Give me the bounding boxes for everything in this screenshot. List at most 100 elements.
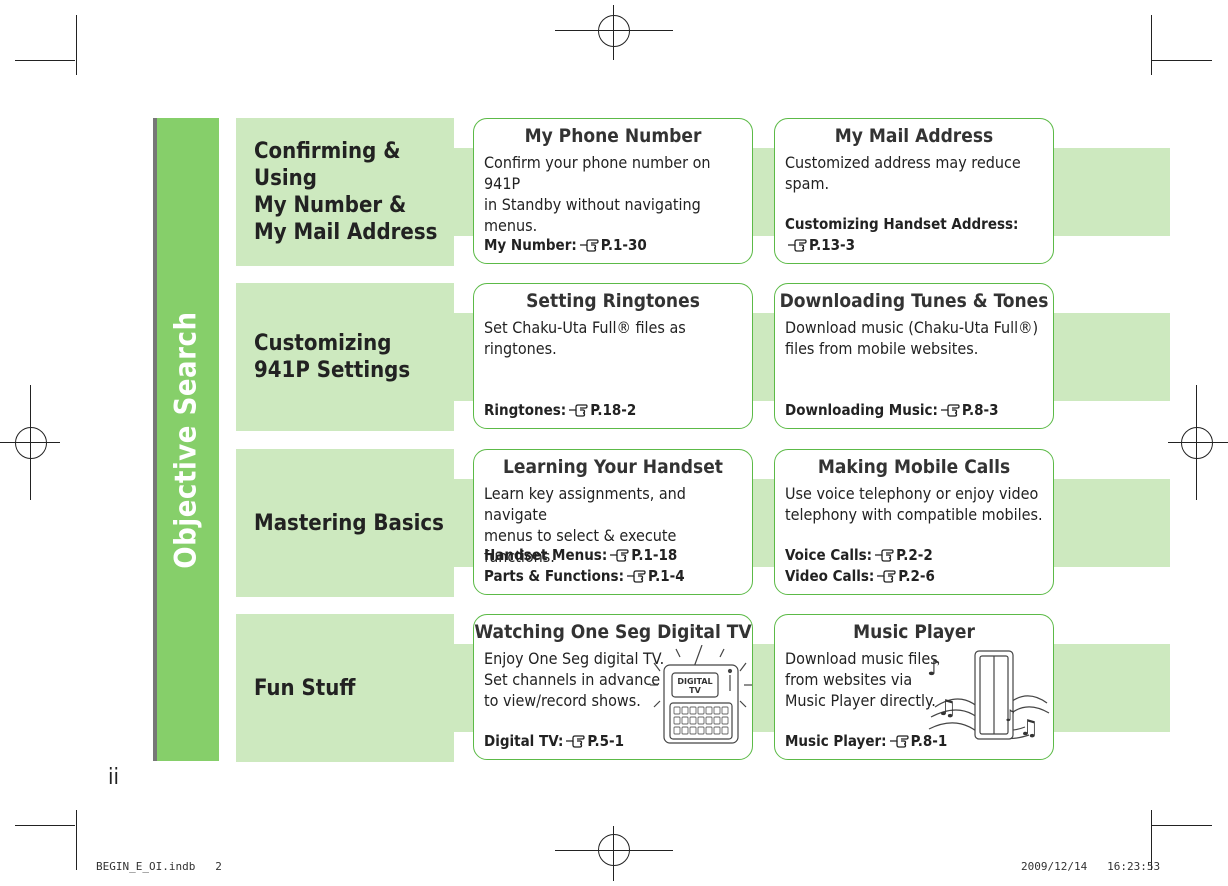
page-reference[interactable]: Customizing Handset Address: P.13-3: [785, 214, 1018, 256]
reference-page: P.1-30: [600, 236, 647, 254]
crop-mark: [1152, 60, 1212, 61]
row-label-background: [236, 283, 454, 431]
reference-page: P.1-4: [647, 567, 685, 585]
row-label-background: [236, 614, 454, 762]
card-description: Download music (Chaku-Uta Full®) files f…: [785, 318, 1039, 358]
svg-text:♪: ♪: [927, 656, 941, 681]
pointing-hand-icon: [569, 404, 588, 417]
crop-mark: [1151, 810, 1152, 870]
card-title: Music Player: [853, 621, 975, 643]
side-title-text: Objective Search: [169, 310, 203, 569]
card-title: Making Mobile Calls: [817, 456, 1011, 478]
page-reference[interactable]: Music Player: P.8-1: [785, 731, 947, 752]
music-player-illustration: ♪♫♫♪: [927, 650, 1050, 741]
registration-mark: [15, 427, 47, 459]
crop-mark: [1196, 385, 1197, 500]
crop-mark: [15, 60, 75, 61]
page-reference[interactable]: Video Calls: P.2-6: [785, 566, 935, 587]
card-references: My Number: P.1-30: [484, 235, 647, 256]
reference-page: P.18-2: [590, 401, 637, 419]
row-label-background: [236, 118, 454, 266]
row-label: Confirming & Using My Number & My Mail A…: [254, 139, 438, 245]
footer-timestamp: 2009/12/14 16:23:53: [1021, 860, 1161, 873]
reference-label: Downloading Music:: [785, 401, 938, 419]
page-reference[interactable]: Handset Menus: P.1-18: [484, 545, 685, 566]
page-reference[interactable]: Downloading Music: P.8-3: [785, 400, 999, 421]
side-tab: [153, 118, 219, 761]
reference-page: P.5-1: [587, 732, 625, 750]
crop-mark: [613, 5, 614, 60]
registration-mark: [598, 15, 630, 47]
reference-label: Customizing Handset Address:: [785, 215, 1019, 233]
crop-mark: [613, 826, 614, 881]
side-title: Objective Search: [153, 118, 219, 761]
card-references: Customizing Handset Address: P.13-3: [785, 214, 1018, 256]
row-label: Fun Stuff: [254, 675, 356, 701]
crop-mark: [1151, 15, 1152, 75]
page-reference[interactable]: Parts & Functions: P.1-4: [484, 566, 685, 587]
reference-page: P.13-3: [809, 236, 856, 254]
crop-mark: [555, 850, 673, 851]
reference-page: P.8-1: [910, 732, 948, 750]
card-description: Use voice telephony or enjoy video telep…: [785, 484, 1043, 524]
card-title: Setting Ringtones: [526, 290, 700, 312]
svg-text:♪: ♪: [1005, 706, 1015, 725]
pointing-hand-icon: [877, 570, 896, 583]
crop-mark: [76, 810, 77, 870]
reference-page: P.8-3: [961, 401, 999, 419]
row-label: Mastering Basics: [254, 510, 444, 536]
reference-label: Digital TV:: [484, 732, 564, 750]
card-title: My Phone Number: [524, 125, 702, 147]
reference-page: P.1-18: [631, 546, 678, 564]
page-reference[interactable]: Voice Calls:P.2-2: [785, 545, 935, 566]
card-references: Music Player: P.8-1: [785, 731, 947, 752]
card-description: Enjoy One Seg digital TV. Set channels i…: [484, 649, 665, 710]
card-references: Downloading Music: P.8-3: [785, 400, 999, 421]
crop-mark: [1168, 442, 1228, 443]
card-description: Customized address may reduce spam.: [785, 153, 1021, 193]
svg-text:♫: ♫: [937, 696, 957, 721]
row-label: Customizing 941P Settings: [254, 331, 411, 383]
pointing-hand-icon: [610, 549, 629, 562]
crop-mark: [15, 825, 75, 826]
reference-label: Ringtones:: [484, 401, 567, 419]
pointing-hand-icon: [626, 570, 646, 583]
page-reference[interactable]: Ringtones: P.18-2: [484, 400, 636, 421]
card-title: Watching One Seg Digital TV: [474, 621, 752, 643]
crop-mark: [76, 15, 77, 75]
card-references: Ringtones: P.18-2: [484, 400, 636, 421]
reference-label: Handset Menus:: [484, 546, 608, 564]
reference-label: Music Player:: [785, 732, 887, 750]
page-reference[interactable]: My Number: P.1-30: [484, 235, 647, 256]
row-fun-stuff: Fun Stuff Watching One Seg Digital TV Enjo…: [236, 614, 1170, 762]
reference-label: Parts & Functions:: [484, 567, 624, 585]
feature-card[interactable]: Watching One Seg Digital TV Enjoy One Seg…: [473, 614, 753, 760]
reference-page: P.2-6: [898, 567, 935, 585]
card-description: Set Chaku-Uta Full® files as ringtones.: [484, 318, 686, 358]
pointing-hand-icon: [566, 735, 586, 748]
reference-label: Video Calls:: [785, 567, 875, 585]
row-my-number: Confirming & Using My Number & My Mail A…: [236, 118, 1170, 266]
pointing-hand-icon: [940, 404, 960, 417]
pointing-hand-icon: [788, 239, 807, 252]
pointing-hand-icon: [889, 735, 909, 748]
registration-mark: [1181, 427, 1213, 459]
crop-mark: [30, 385, 31, 500]
reference-label: Voice Calls:: [785, 546, 873, 564]
card-description: Download music files from websites via M…: [785, 649, 938, 710]
card-title: Downloading Tunes & Tones: [779, 290, 1049, 312]
reference-label: My Number:: [484, 236, 577, 254]
page-reference[interactable]: Digital TV: P.5-1: [484, 731, 624, 752]
